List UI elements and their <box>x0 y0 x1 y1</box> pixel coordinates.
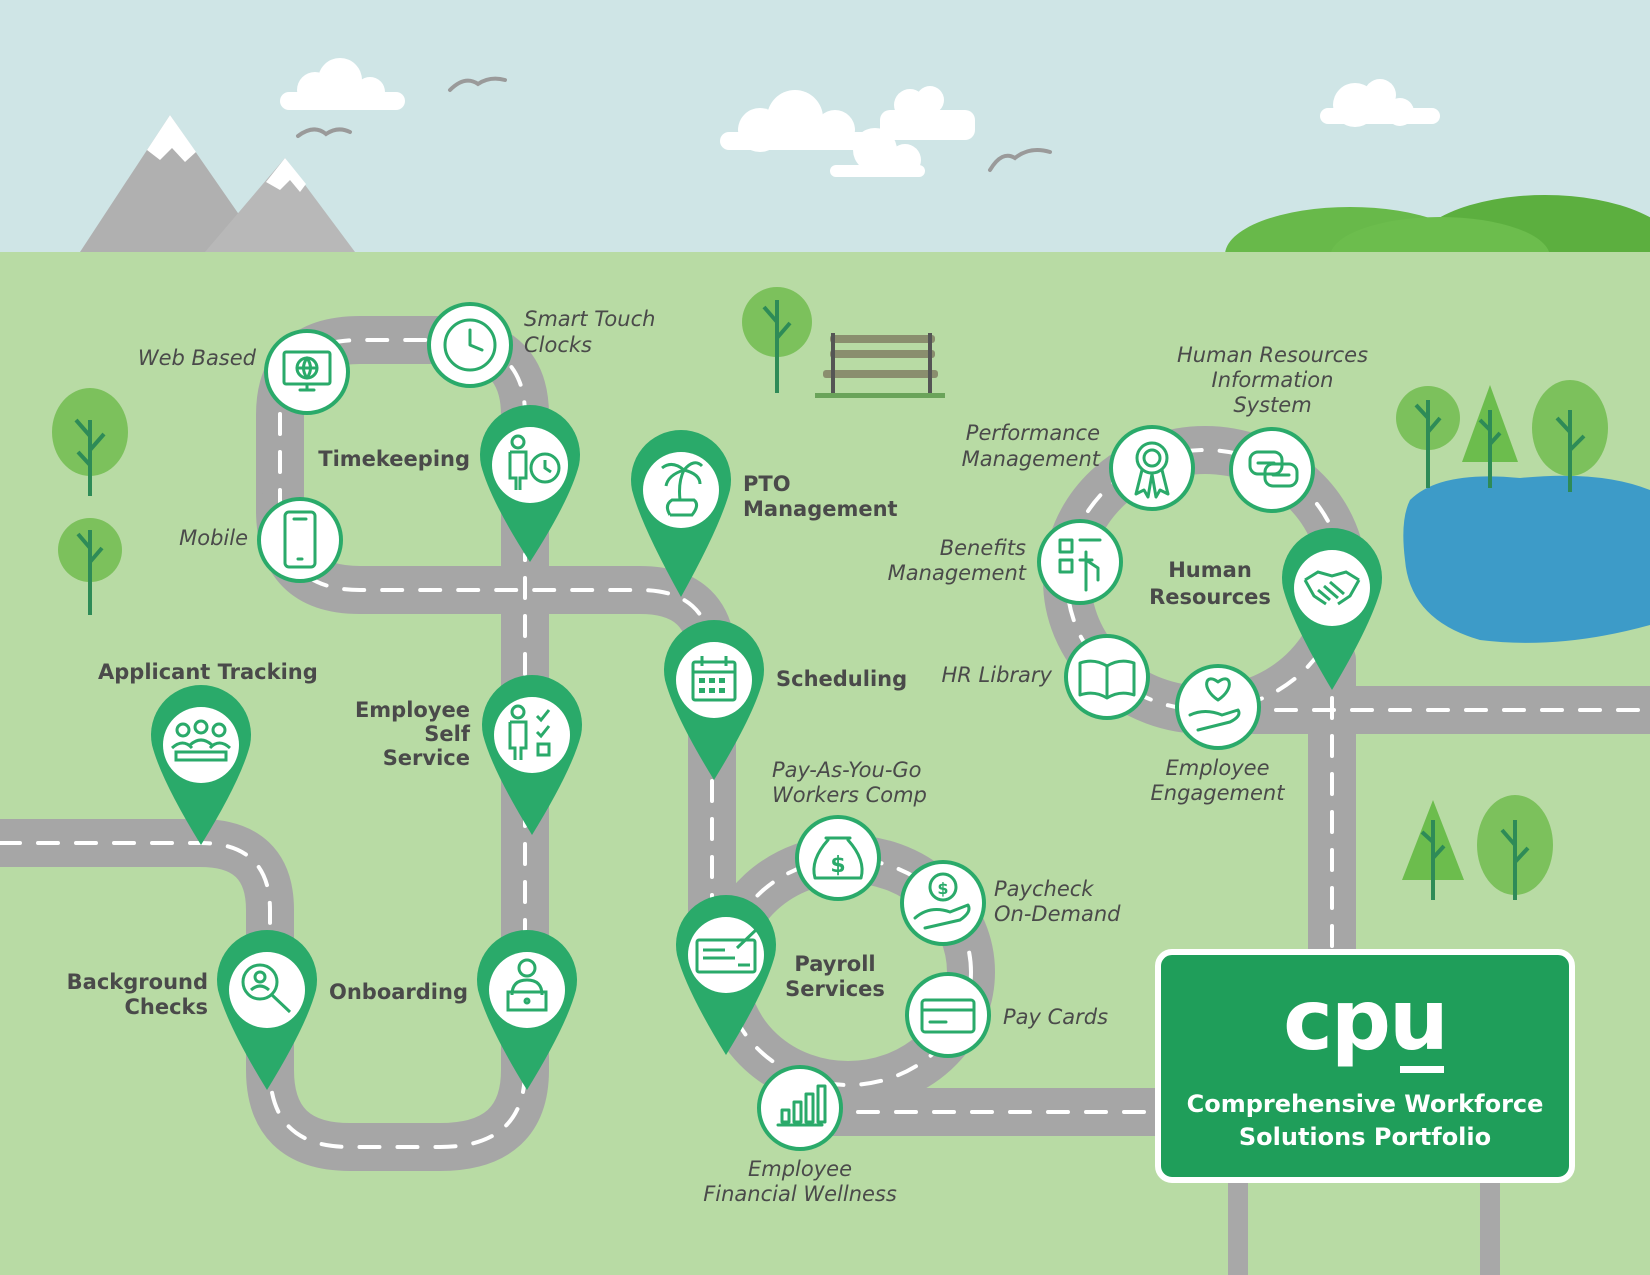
checklist-icon <box>1037 519 1123 605</box>
cpu-logo: cpu <box>1283 971 1449 1069</box>
payroll-pin <box>676 895 776 1055</box>
wellness-label-line1: Employee <box>747 1157 852 1181</box>
award-ribbon-icon <box>1109 425 1195 511</box>
web-based-label: Web Based <box>137 346 256 370</box>
pto-label-line1: PTO <box>743 472 791 496</box>
feature-glyphs: $ $ <box>282 318 1299 1127</box>
ess-pin <box>482 675 582 835</box>
pto-pin <box>631 430 731 597</box>
web-based-icon <box>264 329 350 415</box>
ess-label-line1: Employee <box>354 698 470 722</box>
sign-title-line1: Comprehensive Workforce <box>1186 1090 1544 1118</box>
svg-text:$: $ <box>830 853 845 878</box>
engagement-label-line2: Engagement <box>1150 781 1285 805</box>
payroll-label-line2: Services <box>785 977 885 1001</box>
benefits-label-line2: Management <box>887 561 1026 585</box>
mobile-icon <box>257 497 343 583</box>
bench <box>815 333 945 398</box>
pay-cards-label: Pay Cards <box>1003 1005 1109 1029</box>
human-resources-pin <box>1281 528 1382 690</box>
sign <box>1155 949 1575 1275</box>
svg-text:$: $ <box>937 879 948 898</box>
payg-label-line1: Pay-As-You-Go <box>772 758 922 782</box>
hris-label-line2: Information <box>1211 368 1334 392</box>
lake <box>1403 475 1650 643</box>
wellness-label-line2: Financial Wellness <box>703 1182 897 1206</box>
background-checks-label-line2: Checks <box>124 995 208 1019</box>
hris-label-line3: System <box>1233 393 1312 417</box>
hr-label-line1: Human <box>1168 558 1252 582</box>
mobile-label: Mobile <box>179 526 248 550</box>
paycheck-label-line2: On-Demand <box>994 902 1121 926</box>
sign-title-line2: Solutions Portfolio <box>1238 1123 1492 1151</box>
background-checks-pin <box>216 930 318 1090</box>
feature-circles <box>257 302 1315 1151</box>
mountains <box>80 115 355 252</box>
payroll-label-line1: Payroll <box>794 952 876 976</box>
ess-label-line3: Service <box>382 746 470 770</box>
hr-label-line2: Resources <box>1149 585 1271 609</box>
pay-card-icon <box>905 972 991 1058</box>
pto-label-line2: Management <box>743 497 898 521</box>
hris-label-line1: Human Resources <box>1176 343 1369 367</box>
paycheck-icon <box>900 860 986 946</box>
engagement-label-line1: Employee <box>1165 756 1270 780</box>
heart-hand-icon <box>1175 664 1261 750</box>
performance-label-line2: Management <box>961 447 1100 471</box>
paycheck-label-line1: Paycheck <box>994 877 1094 901</box>
timekeeping-pin <box>480 405 580 562</box>
applicant-tracking-pin <box>151 685 251 845</box>
payg-label-line2: Workers Comp <box>772 783 927 807</box>
benefits-label-line1: Benefits <box>939 536 1026 560</box>
onboarding-label: Onboarding <box>328 980 468 1004</box>
sign-title: Comprehensive Workforce Solutions Portfo… <box>1160 1088 1570 1154</box>
hr-library-label: HR Library <box>941 663 1053 687</box>
smart-touch-label-line1: Smart Touch <box>524 307 656 331</box>
smart-touch-label-line2: Clocks <box>524 333 592 357</box>
trees <box>52 287 1608 900</box>
onboarding-pin <box>477 930 577 1090</box>
scheduling-label: Scheduling <box>776 667 908 691</box>
ess-label-line2: Self <box>424 722 470 746</box>
birds <box>296 76 1052 172</box>
applicant-tracking-label: Applicant Tracking <box>98 660 318 684</box>
chat-bubbles-icon <box>1229 427 1315 513</box>
performance-label-line1: Performance <box>965 421 1100 445</box>
pins <box>151 405 1382 1090</box>
clouds <box>280 58 1440 177</box>
scheduling-pin <box>664 620 764 780</box>
timekeeping-label: Timekeeping <box>318 447 470 471</box>
background-checks-label-line1: Background <box>66 970 208 994</box>
